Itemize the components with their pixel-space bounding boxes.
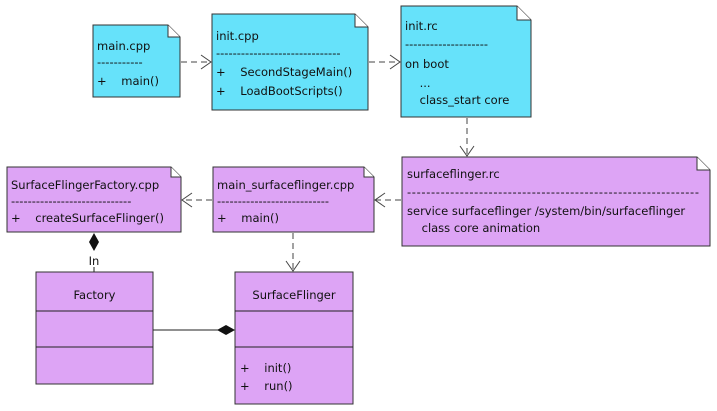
dependency-main-sf-to-factory-cpp	[181, 192, 212, 208]
note-title: SurfaceFlingerFactory.cpp	[11, 178, 159, 192]
note-title: main_surfaceflinger.cpp	[217, 178, 354, 192]
note-separator: --------------------	[405, 37, 488, 51]
dependency-sfrc-to-main-sf	[374, 192, 401, 208]
dependency-initrc-to-sfrc	[459, 118, 475, 157]
note-title: surfaceflinger.rc	[407, 167, 500, 181]
note-line: + createSurfaceFlinger()	[11, 211, 164, 225]
composition-factory-cpp-to-factory: In	[89, 233, 100, 272]
note-line: ...	[405, 76, 431, 90]
note-line: class core animation	[407, 221, 540, 235]
composition-factory-to-surfaceflinger	[153, 325, 235, 335]
class-factory: Factory	[35, 271, 154, 385]
note-line: service surfaceflinger /system/bin/surfa…	[407, 204, 685, 218]
note-title: init.rc	[405, 19, 438, 33]
note-main-cpp: main.cpp ----------- + main()	[92, 24, 181, 98]
relation-label: In	[89, 254, 100, 268]
class-surfaceflinger: SurfaceFlinger + init() + run()	[234, 271, 354, 405]
note-surfaceflinger-factory-cpp: SurfaceFlingerFactory.cpp --------------…	[6, 166, 182, 233]
note-surfaceflinger-rc: surfaceflinger.rc ----------------------…	[401, 156, 711, 247]
class-name: SurfaceFlinger	[252, 288, 335, 302]
note-title: main.cpp	[97, 39, 150, 53]
dependency-init-to-initrc	[369, 54, 401, 70]
note-line: + main()	[97, 74, 159, 88]
note-separator: -----------	[97, 55, 143, 69]
note-line: on boot	[405, 57, 449, 71]
dependency-main-to-init	[181, 54, 212, 70]
class-name: Factory	[73, 288, 115, 302]
note-separator: ---------------------------	[217, 194, 329, 208]
note-line: + main()	[217, 211, 279, 225]
note-line: + SecondStageMain()	[216, 65, 352, 79]
note-separator: -----------------------------	[11, 194, 131, 208]
note-title: init.cpp	[216, 29, 259, 43]
class-operation: + run()	[240, 379, 293, 393]
dependency-main-sf-to-surfaceflinger	[285, 233, 301, 272]
note-line: + LoadBootScripts()	[216, 84, 343, 98]
note-line: class_start core	[405, 93, 509, 107]
note-separator: ----------------------------------------…	[407, 185, 699, 199]
note-main-surfaceflinger-cpp: main_surfaceflinger.cpp ----------------…	[212, 166, 375, 233]
class-operation: + init()	[240, 361, 291, 375]
note-init-cpp: init.cpp ------------------------------ …	[211, 13, 369, 111]
note-separator: ------------------------------	[216, 46, 341, 60]
note-init-rc: init.rc -------------------- on boot ...…	[400, 5, 532, 118]
